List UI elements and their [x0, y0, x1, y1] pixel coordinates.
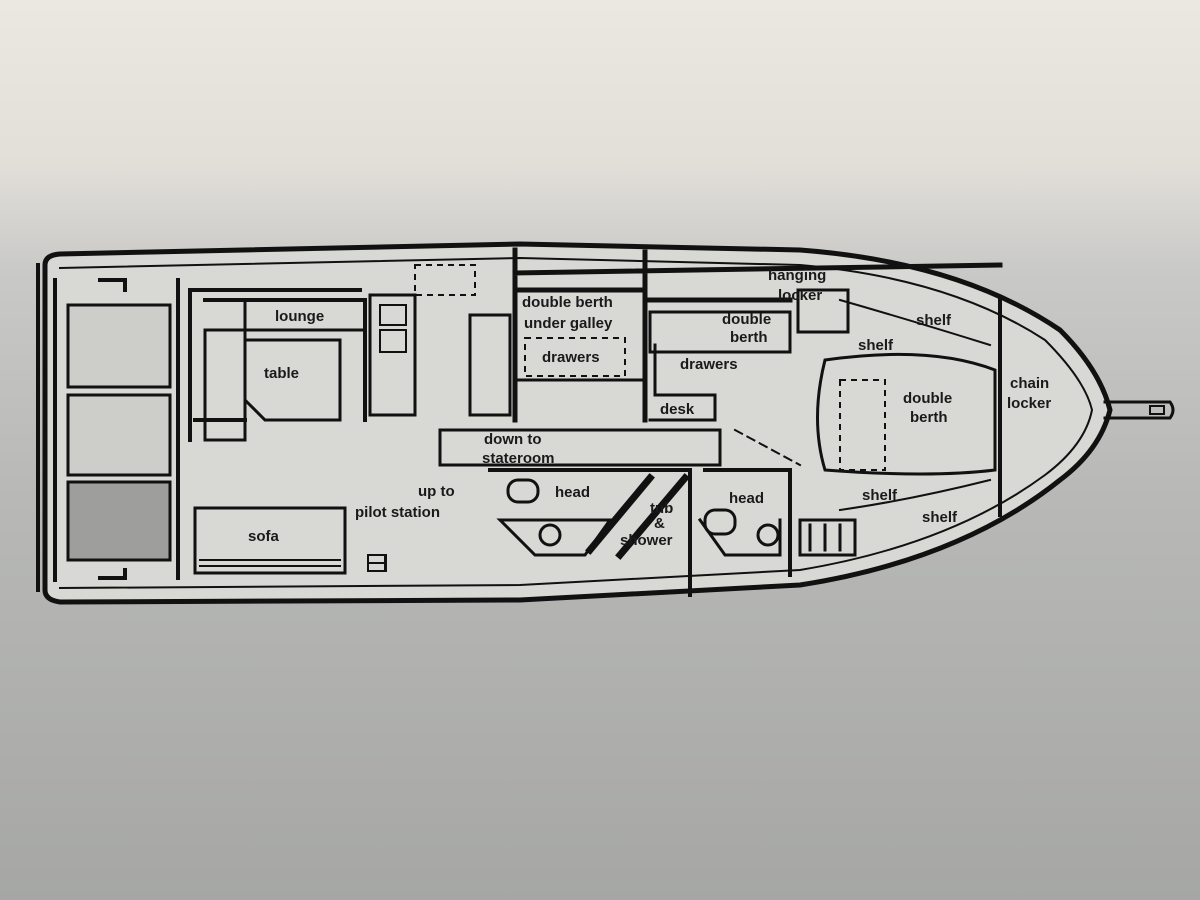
label-berth-bow: berth [910, 409, 948, 426]
lounge-seat [243, 298, 367, 332]
label-double-bow: double [903, 390, 952, 407]
stern-cockpit-seats [66, 278, 180, 580]
label-table: table [264, 365, 299, 382]
label-shelf-3: shelf [862, 487, 898, 504]
label-shelf-1: shelf [916, 312, 952, 329]
label-sofa: sofa [248, 528, 280, 545]
label-hanging: hanging [768, 267, 826, 284]
bow-pulpit [1103, 400, 1175, 420]
label-pilot-station: pilot station [355, 504, 440, 521]
label-drawers-2: drawers [680, 356, 738, 373]
label-locker: locker [778, 287, 822, 304]
sofa-shape [193, 506, 347, 575]
galley [368, 264, 476, 417]
label-under-galley: under galley [524, 315, 613, 332]
label-drawers: drawers [542, 349, 600, 366]
label-lounge: lounge [275, 308, 324, 325]
label-head: head [555, 484, 590, 501]
bow-berth-shape [816, 352, 997, 476]
label-shower: shower [620, 532, 673, 549]
label-shelf-4: shelf [922, 509, 958, 526]
label-ampersand: & [654, 515, 665, 532]
label-up-to: up to [418, 483, 455, 500]
label-double-berth-galley: double berth [522, 294, 613, 311]
label-down-to: down to [484, 431, 541, 448]
label-desk: desk [660, 401, 695, 418]
label-chain: chain [1010, 375, 1049, 392]
label-shelf-2: shelf [858, 337, 894, 354]
label-berth-mid: berth [730, 329, 768, 346]
label-chain-locker: locker [1007, 395, 1051, 412]
label-stateroom: stateroom [482, 450, 555, 467]
label-tub: tub [650, 500, 673, 517]
label-head-2: head [729, 490, 764, 507]
label-double-mid: double [722, 311, 771, 328]
